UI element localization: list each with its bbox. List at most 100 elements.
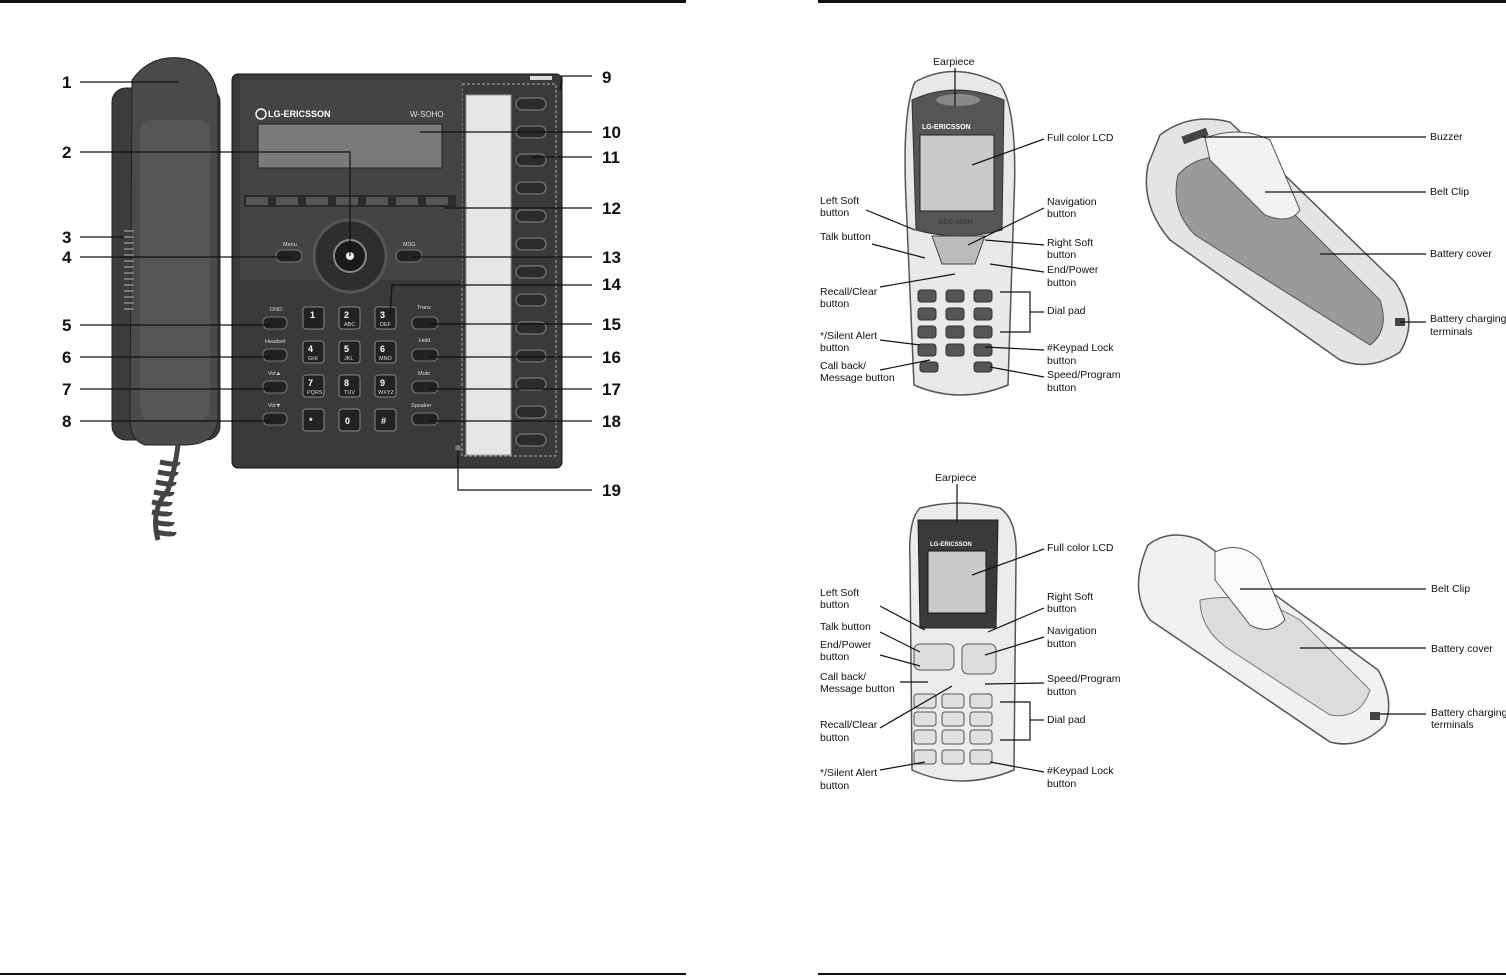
key-8-digit: 8	[344, 378, 349, 388]
handset-b-back	[1137, 534, 1390, 745]
b-belt-clip-label: Belt Clip	[1431, 583, 1470, 595]
b-dial-pad-label: Dial pad	[1047, 714, 1086, 726]
callout-16: 16	[602, 348, 621, 367]
a-buzzer-label: Buzzer	[1430, 131, 1463, 143]
mute-button[interactable]	[411, 380, 439, 394]
key-4-letters: GHI	[308, 356, 318, 362]
bottom-rule-right	[818, 973, 1506, 975]
battery-cover-shape	[1175, 156, 1384, 346]
soft-key-5[interactable]	[366, 197, 388, 205]
b-callback-label-2: Message button	[820, 683, 895, 695]
key-6-digit: 6	[380, 344, 385, 354]
a-talk-label: Talk button	[820, 231, 871, 243]
a-dial-pad-label: Dial pad	[1047, 305, 1086, 317]
b-charging-label-2: terminals	[1431, 719, 1474, 731]
a-right-soft-label-1: Right Soft	[1047, 237, 1093, 249]
key-6-letters: MNO	[379, 356, 393, 362]
soft-key-7[interactable]	[426, 197, 448, 205]
a-belt-clip-label: Belt Clip	[1430, 186, 1469, 198]
handset-a-brand: LG-ERICSSON	[922, 124, 971, 131]
a-lcd-label: Full color LCD	[1047, 132, 1114, 144]
key-4[interactable]	[302, 340, 325, 364]
b-right-soft-label-2: button	[1047, 603, 1076, 615]
b-recall-label-1: Recall/Clear	[820, 719, 878, 731]
a-recall-label-2: button	[820, 298, 849, 310]
handset-a-back	[1145, 118, 1410, 366]
b-recall-label-2: button	[820, 732, 849, 744]
b-callback-label-1: Call back/	[820, 671, 866, 683]
hold-button[interactable]	[411, 348, 439, 362]
key-5[interactable]	[338, 340, 361, 364]
dnd-button[interactable]	[262, 316, 288, 330]
key-9[interactable]	[374, 374, 397, 398]
callout-1: 1	[62, 73, 71, 92]
headset-button[interactable]	[262, 348, 288, 362]
handset-a-lines	[865, 68, 1045, 378]
a-callback-label-1: Call back/	[820, 360, 866, 372]
soft-key-3[interactable]	[306, 197, 328, 205]
b-silent-label-2: button	[820, 780, 849, 792]
handset-b-call-keys[interactable]	[913, 643, 955, 671]
b-charging-label-1: Battery charging	[1431, 707, 1506, 719]
key-2-digit: 2	[344, 310, 349, 320]
vol-up-label: Vol▲	[268, 371, 281, 377]
handset-b: LG-ERICSSON Earpiece F	[820, 472, 1506, 792]
b-talk-label: Talk button	[820, 621, 871, 633]
soft-key-4[interactable]	[336, 197, 358, 205]
b-speed-label-2: button	[1047, 686, 1076, 698]
vol-down-button[interactable]	[262, 412, 288, 426]
handset-b-nav-key[interactable]	[961, 643, 997, 675]
key-4-digit: 4	[308, 344, 313, 354]
desk-phone: LG-ERICSSON W-SOHO Menu MSG DND	[62, 57, 621, 541]
key-hash[interactable]	[374, 408, 397, 432]
handset-a-labels: Earpiece Full color LCD Left Soft button…	[820, 56, 1121, 394]
desk-callout-lines	[80, 75, 592, 491]
callout-3: 3	[62, 228, 71, 247]
key-0[interactable]	[338, 408, 361, 432]
b-end-power-label-1: End/Power	[820, 639, 872, 651]
speaker-label: Speaker	[411, 403, 432, 409]
key-1-digit: 1	[310, 310, 315, 320]
menu-button[interactable]	[275, 249, 303, 263]
callout-18: 18	[602, 412, 621, 431]
b-keypad-lock-label-2: button	[1047, 778, 1076, 790]
key-star[interactable]	[302, 408, 325, 432]
headset-label: Headset	[265, 339, 286, 345]
trans-button[interactable]	[411, 316, 439, 330]
key-1[interactable]	[302, 306, 325, 330]
key-9-letters: WXYZ	[378, 390, 395, 396]
handset-a-back-labels: Buzzer Belt Clip Battery cover Battery c…	[1430, 131, 1506, 338]
key-6[interactable]	[374, 340, 397, 364]
dnd-label: DND	[270, 307, 282, 313]
a-nav-label-1: Navigation	[1047, 196, 1097, 208]
speaker-button[interactable]	[411, 412, 439, 426]
soft-key-6[interactable]	[396, 197, 418, 205]
key-2-letters: ABC	[344, 322, 355, 328]
key-8[interactable]	[338, 374, 361, 398]
a-silent-label-2: button	[820, 342, 849, 354]
microphone-hole	[455, 445, 461, 451]
soft-key-1[interactable]	[246, 197, 268, 205]
handset-a: LG-ERICSSON GDC-400H	[820, 56, 1506, 396]
key-9-digit: 9	[380, 378, 385, 388]
a-charging-label-2: terminals	[1430, 326, 1473, 338]
hold-label: Hold	[419, 338, 430, 344]
soft-key-2[interactable]	[276, 197, 298, 205]
handset-a-keypad	[917, 289, 993, 373]
trans-label: Trans	[417, 305, 431, 311]
key-2[interactable]	[338, 306, 361, 330]
coiled-cord	[151, 444, 181, 541]
mute-label: Mute	[418, 371, 430, 377]
msg-button[interactable]	[395, 249, 423, 263]
callout-2: 2	[62, 143, 71, 162]
a-keypad-lock-label-1: #Keypad Lock	[1047, 342, 1114, 354]
b-battery-cover-label: Battery cover	[1431, 643, 1493, 655]
key-7[interactable]	[302, 374, 325, 398]
callout-11: 11	[602, 148, 620, 167]
handset-b-back-labels: Belt Clip Battery cover Battery charging…	[1431, 583, 1506, 731]
handset-b-brand: LG-ERICSSON	[930, 542, 972, 548]
handset-b-back-lines	[1240, 588, 1426, 715]
vol-up-button[interactable]	[262, 380, 288, 394]
desk-keypad: 1 2 ABC 3 DEF 4 GHI 5 JKL 6 MNO 7 PQRS 8…	[302, 306, 397, 432]
